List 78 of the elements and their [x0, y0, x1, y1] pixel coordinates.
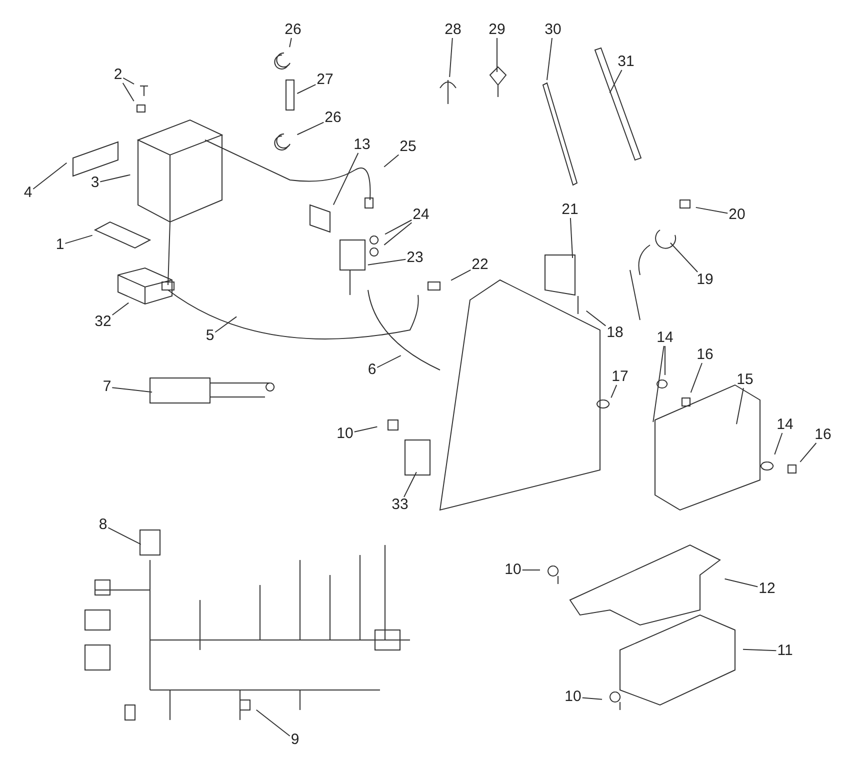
leader-line [664, 346, 666, 376]
callout-number: 3 [90, 175, 100, 191]
callout-number: 10 [564, 689, 582, 705]
callout-number: 30 [544, 22, 562, 38]
leader-line [774, 432, 783, 455]
callout-number: 11 [776, 643, 794, 659]
leader-line [496, 38, 498, 72]
leader-line [670, 242, 698, 272]
leader-line [296, 122, 324, 136]
callout-number: 26 [284, 22, 302, 38]
callout-number: 6 [366, 362, 378, 378]
leader-line [404, 472, 417, 498]
leader-line [384, 220, 412, 235]
callout-number: 27 [316, 72, 334, 88]
callout-number: 28 [444, 22, 462, 38]
leader-line [609, 70, 622, 94]
leader-line [724, 578, 758, 588]
callout-number: 10 [504, 562, 522, 578]
callout-number: 21 [560, 202, 580, 218]
leader-line [64, 234, 93, 244]
leader-line [690, 362, 702, 394]
leader-line [354, 426, 378, 432]
callout-number: 32 [94, 314, 112, 330]
leader-line [610, 384, 618, 398]
callout-number: 19 [696, 272, 714, 288]
callout-number: 2 [112, 67, 124, 83]
callout-number: 24 [412, 207, 430, 223]
callout-number: 16 [696, 347, 714, 363]
callout-number: 15 [736, 372, 754, 388]
leader-line [112, 302, 130, 316]
callout-number: 29 [488, 22, 506, 38]
leader-line [296, 84, 316, 94]
callout-number: 12 [758, 581, 776, 597]
callout-number: 25 [398, 139, 418, 155]
callout-number: 4 [22, 185, 34, 201]
leader-line [367, 258, 406, 266]
leader-line [736, 388, 744, 425]
leader-line [582, 697, 603, 700]
leader-line [289, 38, 292, 48]
leader-line [256, 709, 290, 736]
leader-line [376, 355, 402, 368]
callout-number: 23 [406, 250, 424, 266]
callout-number: 5 [204, 328, 216, 344]
callout-number: 14 [776, 417, 794, 433]
callout-number: 1 [54, 237, 66, 253]
leader-line [100, 174, 131, 182]
leader-line [122, 82, 134, 102]
leader-line [586, 310, 606, 326]
leader-line [570, 218, 574, 258]
callout-number: 26 [324, 110, 342, 126]
callout-number: 9 [290, 732, 300, 748]
callout-number: 16 [814, 427, 832, 443]
callout-number: 7 [102, 379, 112, 395]
leader-line [384, 154, 400, 168]
leader-line [546, 38, 553, 81]
callout-number: 20 [728, 207, 746, 223]
callout-number: 22 [470, 257, 490, 273]
leader-line [32, 162, 68, 190]
leader-line [384, 222, 412, 246]
callout-number: 18 [606, 325, 624, 341]
leader-line [742, 648, 777, 652]
leader-line [332, 152, 359, 206]
callout-number: 13 [352, 137, 372, 153]
leader-line [108, 527, 142, 545]
callout-number: 33 [390, 497, 410, 513]
leader-line [214, 316, 238, 333]
leader-line [450, 269, 472, 281]
leader-line [449, 38, 453, 78]
callout-number: 31 [616, 54, 636, 70]
leader-line [122, 77, 135, 85]
leader-line [652, 346, 664, 423]
callout-number: 14 [656, 330, 674, 346]
leader-line [695, 206, 728, 214]
callout-number: 8 [98, 517, 108, 533]
callout-number: 10 [336, 426, 354, 442]
leader-line [112, 387, 153, 393]
leader-line [800, 442, 817, 462]
callout-number: 17 [610, 369, 630, 385]
